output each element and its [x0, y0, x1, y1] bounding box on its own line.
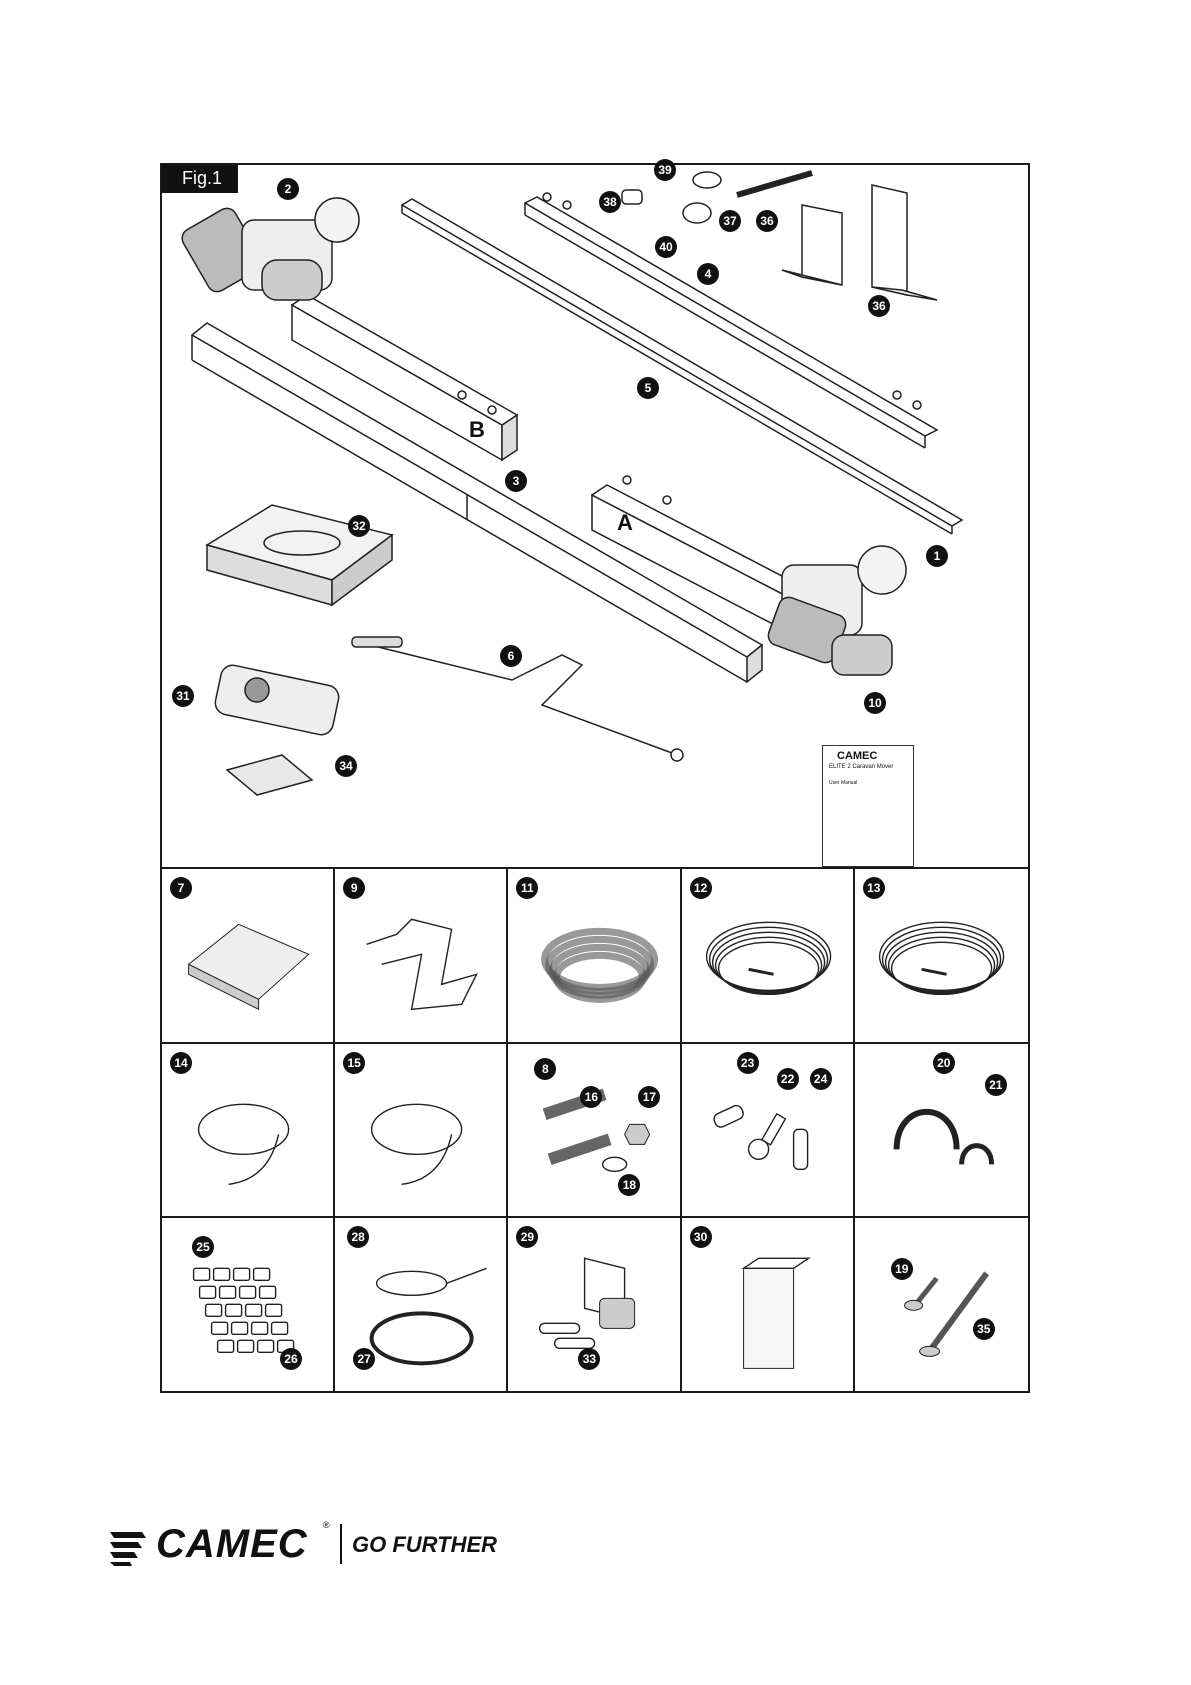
mounting-plates: [782, 185, 937, 300]
callout-badge: 13: [863, 877, 885, 899]
callout-badge: 4: [697, 263, 719, 285]
main-assembly-panel: Fig.1 2 39 38 37 36 40 4 36 5 5 3 32 1 6…: [162, 165, 1028, 867]
parts-cell: 14: [162, 1044, 335, 1219]
callout-badge: 17: [638, 1086, 660, 1108]
callout-badge: 12: [690, 877, 712, 899]
callout-badge: 21: [985, 1074, 1007, 1096]
callout-badge: 7: [170, 877, 192, 899]
cable-markers-icon: [162, 1218, 335, 1393]
camec-logo-icon: [108, 1528, 148, 1568]
callout-badge: 40: [655, 236, 677, 258]
callout-badge: 15: [343, 1052, 365, 1074]
parts-cell: 13: [855, 869, 1028, 1044]
callout-badge: 23: [737, 1052, 759, 1074]
remote-control: [213, 663, 341, 737]
footer-brand: CAMEC: [156, 1522, 308, 1567]
callout-badge: 3: [505, 470, 527, 492]
callout-badge: 5: [637, 377, 659, 399]
tube-letter-a: A: [617, 510, 633, 536]
parts-cell: 30: [682, 1218, 855, 1393]
footer-tagline: GO FURTHER: [352, 1532, 497, 1558]
callout-badge: 2: [277, 178, 299, 200]
callout-badge: 22: [777, 1068, 799, 1090]
user-manual: CAMEC ELITE 2 Caravan Mover User Manual: [822, 745, 914, 867]
callout-badge: 24: [810, 1068, 832, 1090]
parts-cell: 8 16 17 18: [508, 1044, 681, 1219]
cross-tube: [192, 323, 762, 682]
callout-badge: 37: [719, 210, 741, 232]
parts-cell: 23 22 24: [682, 1044, 855, 1219]
screws-icon: [855, 1218, 1028, 1393]
manual-brand: CAMEC: [837, 750, 877, 762]
parts-cell: 9: [335, 869, 508, 1044]
callout-badge: 18: [618, 1174, 640, 1196]
manual-subtitle: User Manual: [829, 780, 857, 786]
callout-badge: 14: [170, 1052, 192, 1074]
callout-badge: 20: [933, 1052, 955, 1074]
figure-label: Fig.1: [162, 165, 238, 193]
parts-cell: 15: [335, 1044, 508, 1219]
callout-badge: 32: [348, 515, 370, 537]
callout-badge: 8: [534, 1058, 556, 1080]
callout-badge: 6: [500, 645, 522, 667]
small-hardware: [622, 172, 812, 223]
tube-letter-b: B: [469, 417, 485, 443]
manual-title: ELITE 2 Caravan Mover: [829, 764, 893, 770]
callout-badge: 38: [599, 191, 621, 213]
footer-logo: CAMEC ® GO FURTHER: [108, 1520, 608, 1570]
callout-badge: 16: [580, 1086, 602, 1108]
callout-badge: 35: [973, 1318, 995, 1340]
terminal-lugs-icon: [682, 1044, 855, 1219]
callout-badge: 10: [864, 692, 886, 714]
remote-holster: [227, 755, 312, 795]
callout-badge: 36: [868, 295, 890, 317]
parts-cell: 7: [162, 869, 335, 1044]
parts-cell: 11: [508, 869, 681, 1044]
callout-badge: 19: [891, 1258, 913, 1280]
parts-cell: 12: [682, 869, 855, 1044]
parts-figure: Fig.1 2 39 38 37 36 40 4 36 5 5 3 32 1 6…: [160, 163, 1030, 1393]
callout-badge: 36: [756, 210, 778, 232]
callout-badge: 34: [335, 755, 357, 777]
registered-mark: ®: [323, 1520, 330, 1530]
callout-badge: 31: [172, 685, 194, 707]
footer-divider: [340, 1524, 342, 1564]
callout-badge: 1: [926, 545, 948, 567]
callout-badge: 30: [690, 1226, 712, 1248]
callout-badge: 39: [654, 159, 676, 181]
